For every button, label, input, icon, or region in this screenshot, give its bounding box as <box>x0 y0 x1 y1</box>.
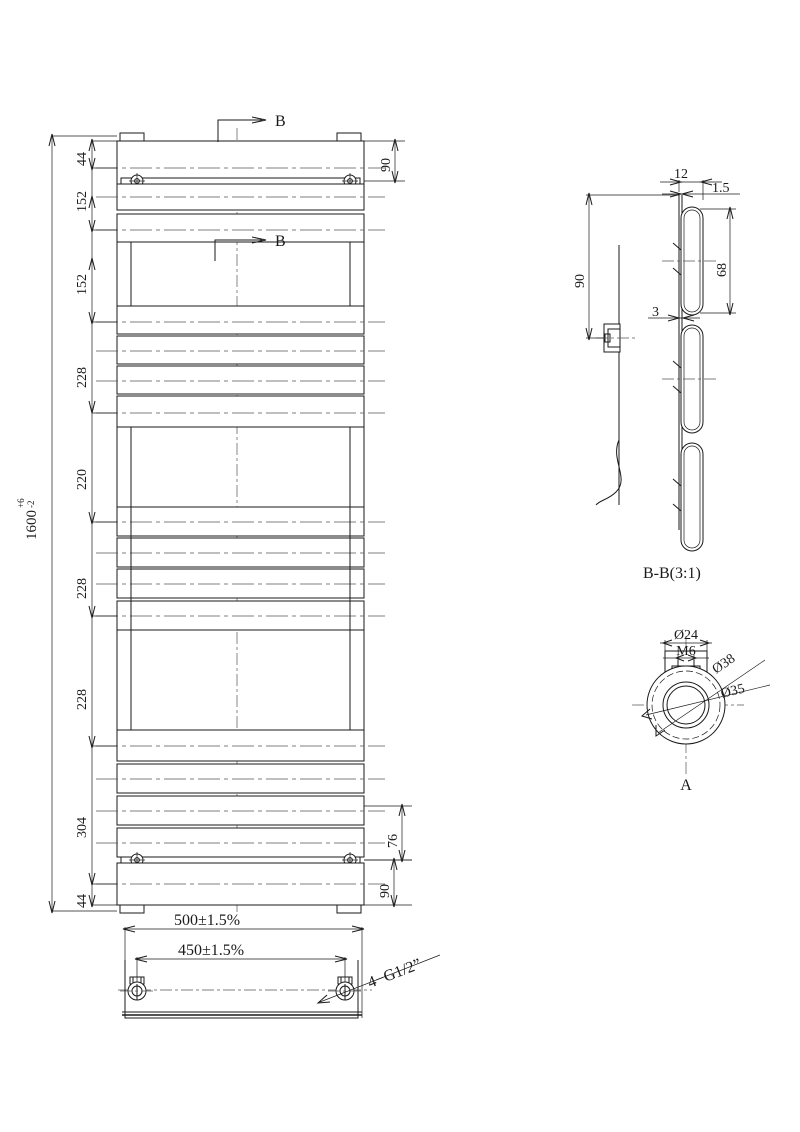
dim-overall-height: 1600 <box>24 510 40 540</box>
dim-450-group: 450±1.5% <box>134 942 348 982</box>
dim-overall-tol-lower: -2 <box>26 501 36 509</box>
rail-group-middle <box>96 506 385 631</box>
dim-450: 450±1.5% <box>178 942 244 959</box>
right-dimensions: 90 76 90 <box>364 138 412 908</box>
dim-152-b: 152 <box>75 274 90 295</box>
dim-500-group: 500±1.5% <box>122 912 365 1018</box>
detail-a-view: Ø24 M6 Ø38 Ø35 A <box>632 628 771 794</box>
front-elevation: B B 1600 +6 -2 <box>16 113 412 914</box>
dim-d35-group: Ø35 <box>640 681 771 720</box>
panel-top <box>96 140 385 211</box>
tube-profile-3 <box>672 442 704 552</box>
section-title-bb: B-B(3:1) <box>643 565 701 582</box>
dim-d24: Ø24 <box>674 628 698 643</box>
dim-15-group: 1.5 <box>662 181 740 198</box>
wall-bracket <box>596 323 636 353</box>
dim-228-c: 228 <box>75 689 90 710</box>
dim-68-group: 68 <box>700 206 736 316</box>
detail-label-a: A <box>680 777 692 794</box>
bottom-view: 500±1.5% 450±1.5% 4−G1/2” <box>118 912 441 1019</box>
section-label-b-middle: B <box>275 233 286 250</box>
left-dimension-chain: 1600 +6 -2 <box>16 133 117 914</box>
dim-3-group: 3 <box>648 305 700 322</box>
top-mount-lugs <box>119 132 362 142</box>
tube-profile-2 <box>662 324 718 434</box>
section-mark-b-top: B <box>217 113 286 142</box>
dim-d38: Ø38 <box>710 651 738 677</box>
dim-220: 220 <box>75 469 90 490</box>
dim-152-a: 152 <box>75 191 90 212</box>
dim-44-top: 44 <box>75 152 90 166</box>
dim-228-b: 228 <box>75 578 90 599</box>
dim-3: 3 <box>652 305 659 320</box>
dim-overall-tol-upper: +6 <box>16 498 26 508</box>
dim-90-section-group: 90 <box>573 192 679 341</box>
dim-68: 68 <box>715 263 730 277</box>
section-label-b-top: B <box>275 113 286 130</box>
side-columns-lower <box>116 629 365 731</box>
dim-15: 1.5 <box>712 181 730 196</box>
dim-90-top: 90 <box>379 158 394 172</box>
dim-d24-group: Ø24 <box>660 628 712 651</box>
rail-group-lower <box>96 729 385 858</box>
side-columns-middle <box>116 426 365 508</box>
dim-44-bottom: 44 <box>75 894 90 908</box>
dim-d35: Ø35 <box>719 681 746 701</box>
dim-12-group: 12 <box>660 167 722 200</box>
bottom-bracket <box>96 852 385 914</box>
dim-90-section: 90 <box>573 274 588 288</box>
dim-228-a: 228 <box>75 367 90 388</box>
dim-304: 304 <box>75 817 90 838</box>
dim-m6: M6 <box>676 644 695 659</box>
thread-callout: 4−G1/2” <box>316 954 441 1004</box>
dim-76: 76 <box>386 834 401 848</box>
dim-500: 500±1.5% <box>174 912 240 929</box>
dim-90-bottom: 90 <box>378 884 393 898</box>
tube-profile-1 <box>662 206 718 316</box>
callout-4-g12: 4−G1/2” <box>365 956 423 992</box>
section-bb-view: 12 1.5 68 3 <box>573 167 740 582</box>
dim-m6-group: M6 <box>663 644 709 666</box>
section-mark-b-middle: B <box>214 233 286 261</box>
rail-group-upper <box>96 213 385 428</box>
dim-12: 12 <box>674 167 688 182</box>
